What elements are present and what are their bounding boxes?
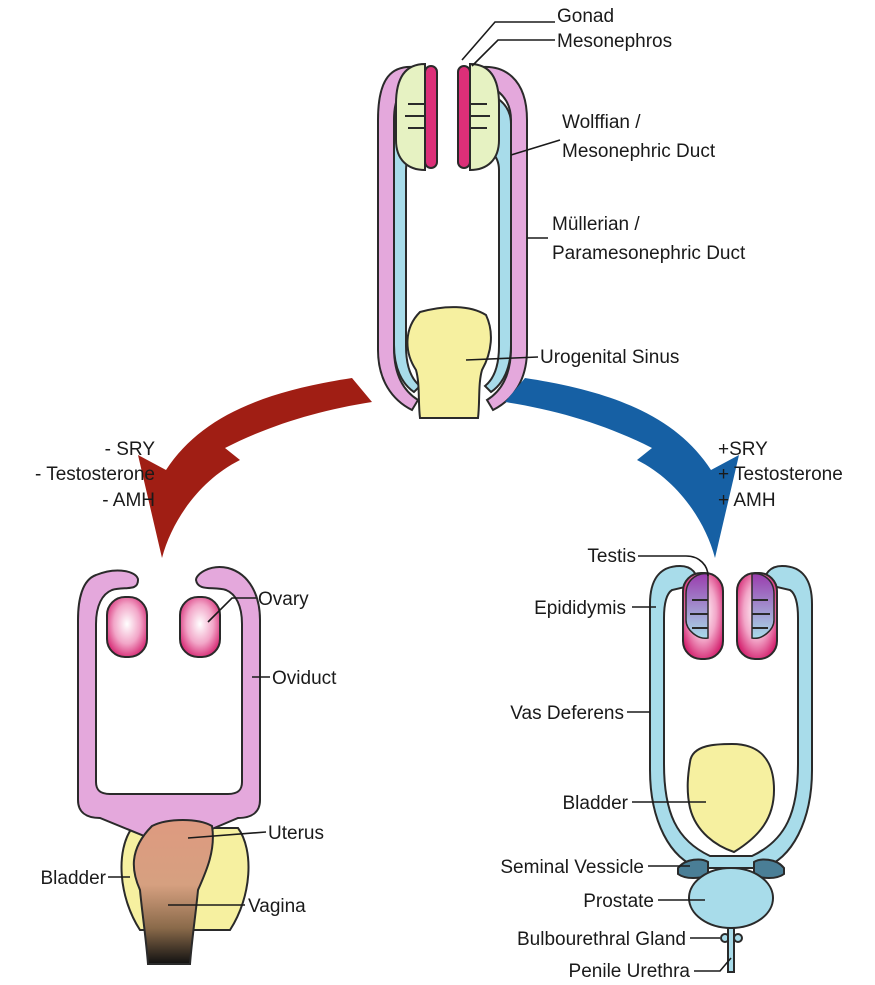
vas-deferens-label: Vas Deferens — [510, 703, 624, 724]
urogenital-sinus-label: Urogenital Sinus — [540, 347, 679, 368]
ovary-left — [107, 597, 147, 657]
male-cond-testosterone: + Testosterone — [718, 464, 843, 485]
vagina-label: Vagina — [248, 896, 306, 917]
testis-label: Testis — [587, 546, 636, 567]
male-bladder-label: Bladder — [563, 793, 629, 814]
mesonephros-label: Mesonephros — [557, 31, 672, 52]
male-pathway-arrow — [505, 378, 739, 558]
indifferent-reproductive-tract — [378, 64, 527, 418]
wolffian-label-1: Wolffian / — [562, 112, 641, 133]
ovary-right — [180, 597, 220, 657]
gonad-label: Gonad — [557, 6, 614, 27]
female-cond-testosterone: - Testosterone — [35, 464, 155, 485]
prostate-label: Prostate — [583, 891, 654, 912]
oviduct-label: Oviduct — [272, 668, 337, 689]
male-conditions: +SRY + Testosterone + AMH — [718, 439, 843, 511]
penile-urethra-label: Penile Urethra — [569, 961, 691, 980]
wolffian-label-2: Mesonephric Duct — [562, 141, 716, 162]
female-cond-sry: - SRY — [105, 439, 156, 460]
male-bladder — [688, 744, 774, 852]
oviduct-tract — [78, 567, 260, 840]
uterus-label: Uterus — [268, 823, 324, 844]
mullerian-label-1: Müllerian / — [552, 214, 640, 235]
male-cond-sry: +SRY — [718, 439, 768, 460]
prostate — [689, 868, 773, 928]
male-cond-amh: + AMH — [718, 490, 776, 511]
bulbourethral-gland-label: Bulbourethral Gland — [517, 929, 686, 950]
penile-urethra — [728, 928, 734, 972]
urogenital-sinus — [407, 307, 490, 418]
ovary-label: Ovary — [258, 589, 309, 610]
mullerian-label-2: Paramesonephric Duct — [552, 243, 746, 264]
epididymis-label: Epididymis — [534, 598, 626, 619]
male-reproductive-tract — [650, 566, 812, 972]
gonad-left — [425, 66, 437, 168]
seminal-vesicle-label: Seminal Vessicle — [500, 857, 644, 878]
female-conditions: - SRY - Testosterone - AMH — [35, 439, 155, 511]
female-bladder-label: Bladder — [41, 868, 107, 889]
female-cond-amh: - AMH — [102, 490, 155, 511]
bulbourethral-gland-right — [734, 934, 742, 942]
female-pathway-arrow — [138, 378, 372, 558]
gonad-right — [458, 66, 470, 168]
